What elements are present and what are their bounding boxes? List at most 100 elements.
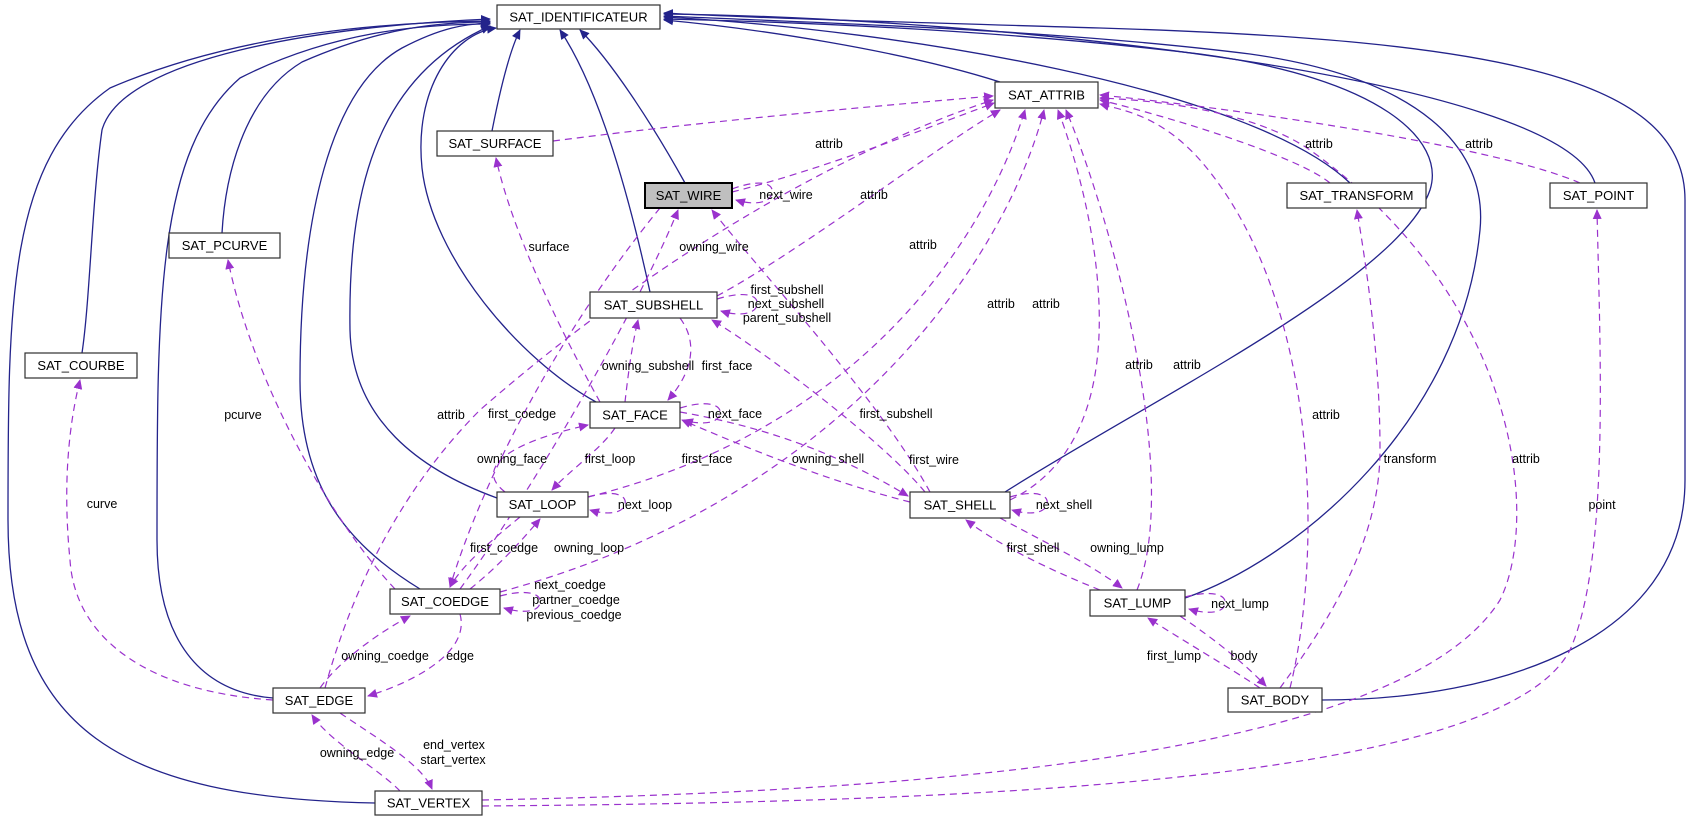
usage-edge-shell-face (681, 419, 911, 503)
edge-label: first_shell (1007, 541, 1060, 555)
edge-label: first_face (682, 452, 733, 466)
node-identificateur[interactable]: SAT_IDENTIFICATEUR (496, 4, 661, 30)
node-coedge[interactable]: SAT_COEDGE (389, 588, 501, 615)
edge-label: attrib (1173, 358, 1201, 372)
node-box-wire[interactable] (644, 182, 733, 209)
edge-label: first_lump (1147, 649, 1201, 663)
edge-label: attrib (909, 238, 937, 252)
node-label-vertex: SAT_VERTEX (387, 795, 471, 810)
edge-label: first_coedge (488, 407, 556, 421)
node-subshell[interactable]: SAT_SUBSHELL (589, 291, 718, 319)
usage-edge-shell-subshell (711, 319, 926, 493)
edge-label: transform (1384, 452, 1437, 466)
node-box-face[interactable] (589, 401, 681, 429)
node-wire[interactable]: SAT_WIRE (644, 182, 733, 209)
usage-edge-lump-attrib (1065, 109, 1153, 591)
node-attrib[interactable]: SAT_ATTRIB (994, 81, 1099, 109)
edge-label: next_face (708, 407, 762, 421)
edge-label: partner_coedge (532, 593, 620, 607)
node-box-attrib[interactable] (994, 81, 1099, 109)
edge-label: attrib (1125, 358, 1153, 372)
node-edge[interactable]: SAT_EDGE (272, 687, 366, 714)
edge-label: surface (529, 240, 570, 254)
edge-label: attrib (1312, 408, 1340, 422)
node-box-subshell[interactable] (589, 291, 718, 319)
node-box-vertex[interactable] (374, 790, 483, 816)
node-face[interactable]: SAT_FACE (589, 401, 681, 429)
node-box-body[interactable] (1227, 687, 1323, 713)
edge-label: edge (446, 649, 474, 663)
node-pcurve[interactable]: SAT_PCURVE (168, 232, 281, 259)
node-box-identificateur[interactable] (496, 4, 661, 30)
edge-label: curve (87, 497, 118, 511)
usage-edge-surface-attrib (552, 92, 994, 142)
edge-label: next_subshell (748, 297, 824, 311)
edge-label: previous_coedge (526, 608, 621, 622)
node-label-pcurve: SAT_PCURVE (182, 238, 268, 253)
edge-label: attrib (1305, 137, 1333, 151)
edge-label: first_subshell (860, 407, 933, 421)
node-transform[interactable]: SAT_TRANSFORM (1286, 182, 1427, 209)
node-box-courbe[interactable] (24, 352, 138, 379)
edge-label: owning_subshell (602, 359, 694, 373)
node-body[interactable]: SAT_BODY (1227, 687, 1323, 713)
node-label-surface: SAT_SURFACE (449, 136, 542, 151)
node-box-coedge[interactable] (389, 588, 501, 615)
usage-edge-edge-vertex (339, 712, 433, 790)
node-vertex[interactable]: SAT_VERTEX (374, 790, 483, 816)
node-box-lump[interactable] (1089, 589, 1186, 617)
edge-label: first_coedge (470, 541, 538, 555)
edge-label: attrib (1465, 137, 1493, 151)
edge-label: next_wire (759, 188, 813, 202)
inheritance-edge-courbe (81, 14, 491, 354)
node-box-point[interactable] (1549, 182, 1648, 209)
usage-edge-body-lump (1147, 617, 1261, 689)
usage-edge-wire-wire (731, 182, 773, 207)
node-surface[interactable]: SAT_SURFACE (436, 130, 554, 157)
usage-edge-loop-coedge (449, 516, 521, 588)
edge-label: attrib (860, 188, 888, 202)
node-courbe[interactable]: SAT_COURBE (24, 352, 138, 379)
class-nodes: SAT_IDENTIFICATEUR SAT_ATTRIB SAT_SURFACE S… (24, 4, 1648, 816)
node-shell[interactable]: SAT_SHELL (909, 491, 1011, 519)
edge-label: pcurve (224, 408, 262, 422)
usage-edge-subshell-attrib (716, 109, 1001, 297)
node-lump[interactable]: SAT_LUMP (1089, 589, 1186, 617)
node-box-edge[interactable] (272, 687, 366, 714)
edge-label: first_wire (909, 453, 959, 467)
edge-label: body (1230, 649, 1258, 663)
edge-label: next_shell (1036, 498, 1092, 512)
node-loop[interactable]: SAT_LOOP (496, 491, 589, 518)
inheritance-edge-wire (579, 29, 686, 184)
edge-label: owning_loop (554, 541, 624, 555)
node-box-transform[interactable] (1286, 182, 1427, 209)
edge-label: parent_subshell (743, 311, 831, 325)
node-label-attrib: SAT_ATTRIB (1008, 87, 1085, 102)
edge-label: attrib (815, 137, 843, 151)
node-label-lump: SAT_LUMP (1104, 595, 1172, 610)
inheritance-edge-surface (491, 29, 521, 132)
node-label-shell: SAT_SHELL (924, 497, 997, 512)
edge-label: start_vertex (420, 753, 486, 767)
usage-edge-vertex-attrib (481, 93, 1518, 801)
node-label-wire: SAT_WIRE (656, 188, 722, 203)
usage-edge-shell-attrib (1009, 109, 1100, 501)
usage-edges (66, 91, 1602, 807)
inheritance-edge-subshell (559, 29, 651, 293)
node-box-pcurve[interactable] (168, 232, 281, 259)
node-box-shell[interactable] (909, 491, 1011, 519)
usage-edge-shell-lump (999, 517, 1123, 589)
usage-edge-body-transform (1279, 209, 1381, 689)
edge-label: next_loop (618, 498, 672, 512)
inheritance-edges (7, 9, 1686, 804)
node-box-loop[interactable] (496, 491, 589, 518)
node-label-loop: SAT_LOOP (509, 497, 577, 512)
node-box-surface[interactable] (436, 130, 554, 157)
usage-edge-subshell-subshell (716, 293, 758, 318)
node-point[interactable]: SAT_POINT (1549, 182, 1648, 209)
edge-label: first_subshell (751, 283, 824, 297)
edge-label: owning_face (477, 452, 547, 466)
usage-edge-coedge-loop (469, 518, 541, 590)
inheritance-edge-attrib (663, 16, 1001, 83)
